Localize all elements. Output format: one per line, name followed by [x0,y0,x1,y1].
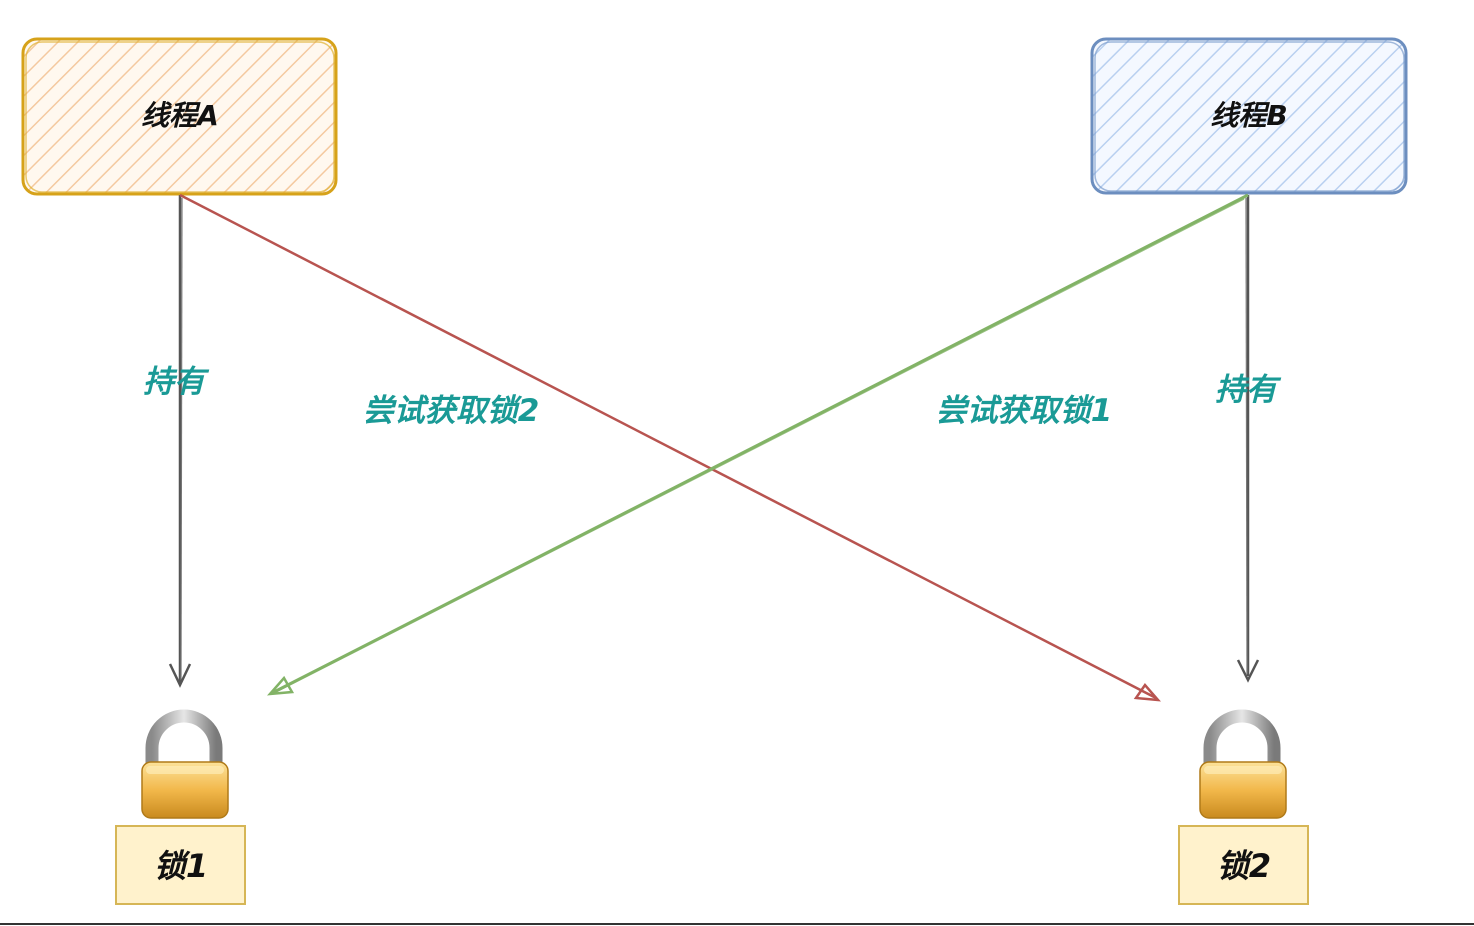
lock1-label: 锁1 [154,847,208,885]
thread-a-box[interactable]: 线程A [21,37,338,196]
padlock-icon [141,709,229,819]
edge-label-b-holds: 持有 [1215,372,1282,408]
arrow-thread-a-tries-lock2 [179,193,1161,702]
arrow-thread-b-tries-lock1 [267,193,1249,696]
padlock-icon [1199,709,1287,819]
thread-a-label: 线程A [141,99,219,132]
thread-b-box[interactable]: 线程B [1090,37,1408,195]
edge-label-b-tries: 尝试获取锁1 [936,393,1113,429]
lock2-label: 锁2 [1217,847,1271,885]
arrow-thread-a-holds-lock1 [168,195,192,688]
thread-b-label: 线程B [1210,99,1287,132]
lock2-label-box[interactable]: 锁2 [1178,825,1309,905]
lock1-label-box[interactable]: 锁1 [115,825,246,905]
edge-label-a-tries: 尝试获取锁2 [363,393,540,429]
edge-label-a-holds: 持有 [143,364,210,400]
arrow-thread-b-holds-lock2 [1236,195,1260,683]
